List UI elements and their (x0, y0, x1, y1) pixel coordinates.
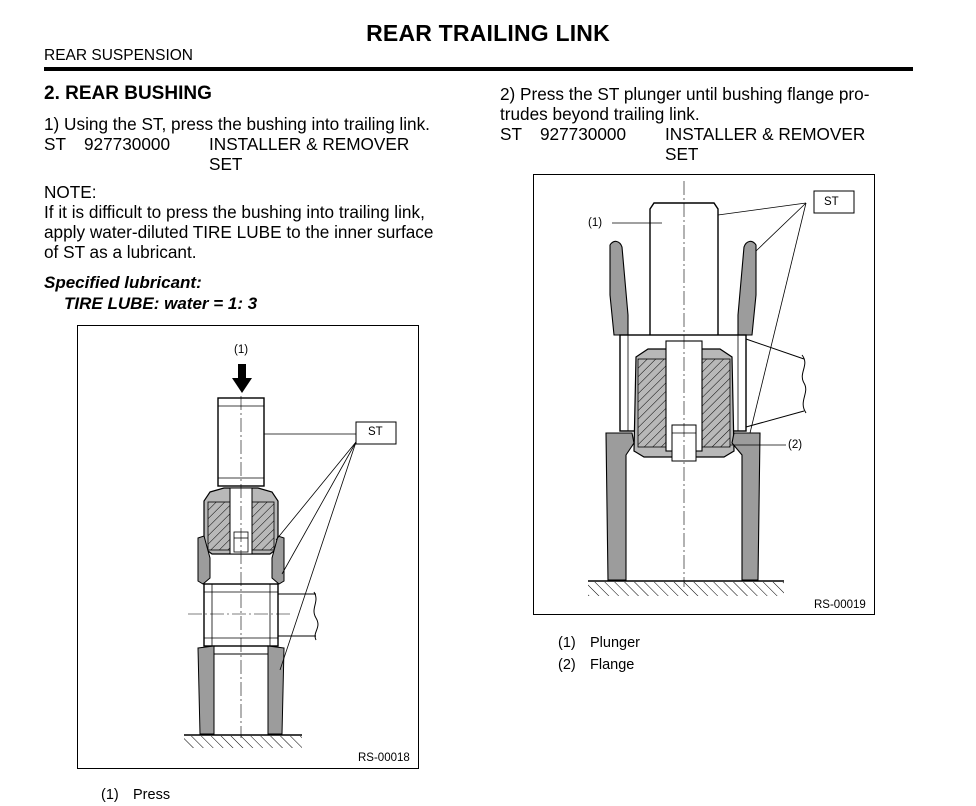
st-name: INSTALLER & REMOVER (665, 124, 866, 144)
section-label: REAR SUSPENSION (44, 47, 194, 64)
st-label: ST (500, 124, 522, 144)
section-heading: 2. REAR BUSHING (44, 83, 212, 104)
st-name-cont: SET (665, 144, 699, 164)
figure-id: RS-00018 (358, 752, 410, 764)
figure-rs-00018: (1) ST RS-00018 (77, 325, 419, 769)
legend-number: (1) (558, 635, 576, 651)
header-rule (44, 67, 913, 71)
callout-st: ST (824, 196, 839, 208)
callout-st: ST (368, 426, 383, 438)
st-number: 927730000 (540, 124, 627, 144)
callout-1: (1) (234, 344, 249, 356)
legend-item-plunger: (1) Plunger (558, 632, 640, 654)
legend-item-flange: (2) Flange (558, 654, 640, 676)
st-label: ST (44, 134, 66, 154)
special-tool-row: ST 927730000 INSTALLER & REMOVER SET (44, 134, 464, 176)
st-number: 927730000 (84, 134, 171, 154)
legend-item: (1) Press (101, 784, 170, 806)
callout-2: (2) (788, 439, 803, 451)
legend-list: (1) Plunger (2) Flange (558, 632, 640, 676)
legend-number: (1) (101, 787, 119, 803)
step-2-line-2: trudes beyond trailing link. (500, 104, 700, 124)
lubricant-value: TIRE LUBE: water = 1: 3 (64, 294, 258, 313)
legend-text: Flange (590, 657, 635, 673)
plunger-flange-diagram (588, 181, 855, 596)
legend-text: Plunger (590, 635, 640, 651)
step-1-text: 1) Using the ST, press the bushing into … (44, 114, 430, 134)
callout-1: (1) (588, 217, 603, 229)
note-label: NOTE: (44, 182, 97, 202)
lubricant-label: Specified lubricant: (44, 273, 202, 292)
st-name-cont: SET (209, 154, 243, 174)
press-bushing-diagram (184, 364, 397, 748)
note-line-3: of ST as a lubricant. (44, 242, 197, 262)
note-line-1: If it is difficult to press the bushing … (44, 202, 425, 222)
figure-id: RS-00019 (814, 599, 866, 611)
st-name: INSTALLER & REMOVER (209, 134, 410, 154)
step-2-line-1: 2) Press the ST plunger until bushing fl… (500, 84, 870, 104)
legend-text: Press (133, 787, 171, 803)
legend-number: (2) (558, 657, 576, 673)
note-line-2: apply water-diluted TIRE LUBE to the inn… (44, 222, 434, 242)
figure-rs-00019: (1) ST (2) RS-00019 (533, 174, 875, 615)
page-title: REAR TRAILING LINK (366, 20, 610, 46)
special-tool-row-2: ST 927730000 INSTALLER & REMOVER SET (500, 124, 900, 166)
